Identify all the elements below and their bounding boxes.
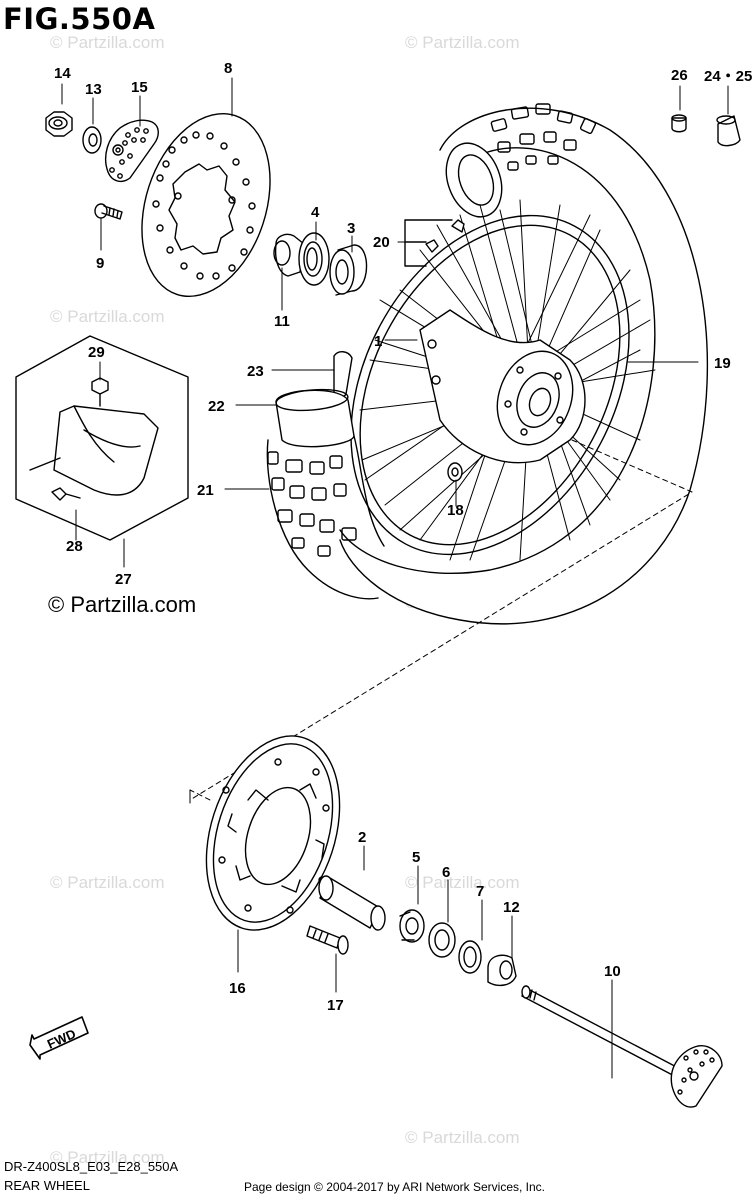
callout-24-25: 24・25	[704, 68, 752, 85]
callout-10: 10	[604, 963, 621, 980]
valve-part	[716, 115, 741, 147]
callout-8: 8	[224, 60, 232, 77]
callout-7: 7	[476, 883, 484, 900]
callout-26: 26	[671, 67, 688, 84]
watermark-text: © Partzilla.com	[50, 873, 165, 892]
callout-15: 15	[131, 79, 148, 96]
watermark-text: © Partzilla.com	[405, 33, 520, 52]
watermark-text: © Partzilla.com	[50, 1148, 165, 1167]
sprocket-part	[205, 735, 341, 931]
bearing-part	[329, 244, 368, 296]
callout-29: 29	[88, 344, 105, 361]
callout-16: 16	[229, 980, 246, 997]
callout-20: 20	[373, 234, 390, 251]
bolt-part	[94, 203, 123, 220]
nut-part	[45, 111, 73, 137]
fwd-label: FWD	[45, 1026, 78, 1052]
callout-leaders	[61, 77, 729, 1079]
callout-labels: 14 13 15 8 9 4 3 11 20 26 24・25 1 19 23 …	[45, 60, 753, 1052]
spacer-part-2	[487, 954, 517, 987]
hub-part	[419, 309, 586, 464]
chain-adjuster-part	[104, 119, 159, 183]
tube-part	[266, 351, 385, 600]
watermark-text: © Partzilla.com	[405, 1128, 520, 1147]
fwd-arrow-icon	[29, 1016, 89, 1060]
credit-text: Page design © 2004-2017 by ARI Network S…	[244, 1180, 546, 1194]
watermark-text: © Partzilla.com	[50, 33, 165, 52]
callout-6: 6	[442, 864, 450, 881]
callout-22: 22	[208, 398, 225, 415]
callout-11: 11	[274, 313, 290, 330]
callout-9: 9	[96, 255, 104, 272]
section-name: REAR WHEEL	[4, 1178, 90, 1193]
callout-27: 27	[115, 571, 132, 588]
rim-part	[350, 214, 630, 556]
watermark-text: © Partzilla.com	[50, 307, 165, 326]
valve-cap-part	[671, 114, 687, 133]
callout-4: 4	[311, 204, 320, 221]
callout-5: 5	[412, 849, 420, 866]
callout-17: 17	[327, 997, 344, 1014]
spoke-nipple-part	[447, 462, 463, 482]
axle-part	[521, 985, 723, 1108]
brake-disc-part	[141, 112, 271, 298]
spacer-tube-part	[318, 875, 386, 931]
callout-18: 18	[447, 502, 464, 519]
callout-23: 23	[247, 363, 264, 380]
bearing-part-2	[399, 909, 425, 943]
callout-1: 1	[374, 333, 382, 350]
oil-seal-part	[298, 232, 330, 286]
oil-seal-part-2	[458, 940, 482, 974]
collar-part	[428, 922, 456, 958]
rim-lock-part	[404, 219, 465, 267]
callout-12: 12	[503, 899, 520, 916]
model-code: DR-Z400SL8_E03_E28_550A	[4, 1159, 179, 1174]
leader-lines	[189, 439, 693, 804]
sprocket-bolt-part	[306, 925, 349, 955]
callout-19: 19	[714, 355, 731, 372]
figure-title: FIG.550A	[3, 2, 156, 36]
guard-assembly-box	[15, 335, 189, 541]
callout-28: 28	[66, 538, 83, 555]
callout-3: 3	[347, 220, 355, 237]
callout-13: 13	[85, 81, 102, 98]
callout-21: 21	[197, 482, 214, 499]
watermark-main-text: © Partzilla.com	[48, 592, 196, 617]
callout-14: 14	[54, 65, 71, 82]
callout-2: 2	[358, 829, 366, 846]
washer-part	[82, 126, 102, 154]
watermark-text: © Partzilla.com	[405, 873, 520, 892]
